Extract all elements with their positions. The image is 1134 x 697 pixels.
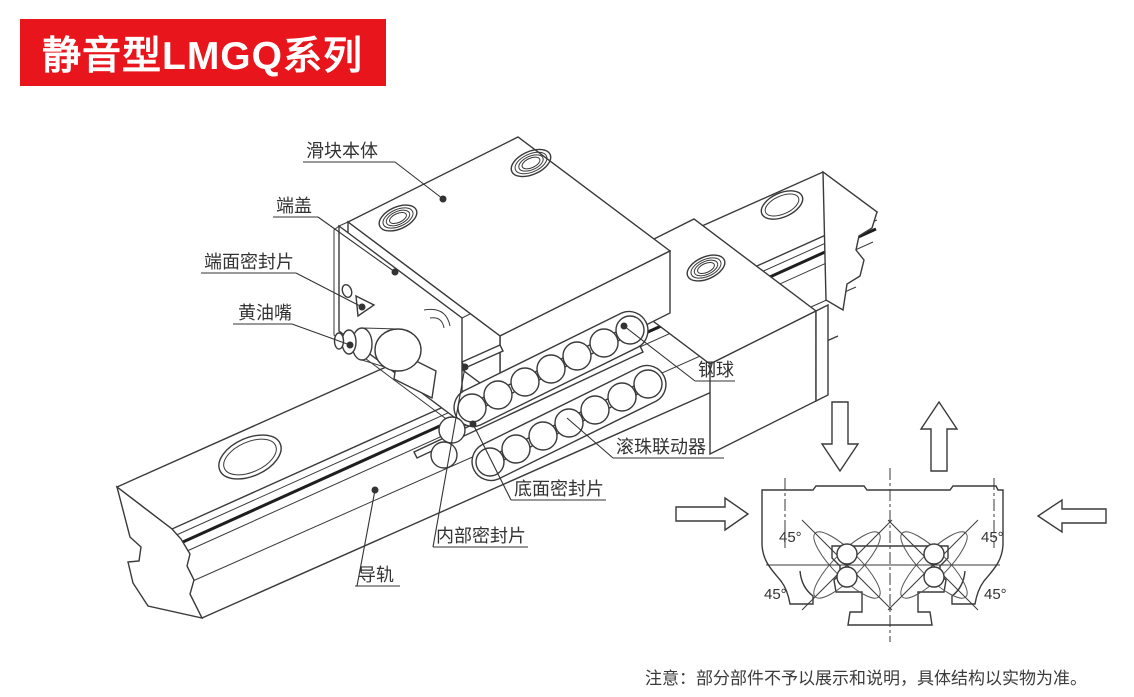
leader-inner-seal — [432, 366, 466, 548]
section-ball — [836, 566, 858, 588]
right-arrow-icon — [675, 496, 750, 532]
rail-bolt-hole-right — [760, 190, 804, 220]
angle-label-top-right: 45° — [981, 529, 1004, 546]
grease-nipple — [333, 308, 451, 400]
slider-thread-hole-right — [686, 254, 726, 282]
series-banner: 静音型LMGQ系列 — [20, 19, 386, 86]
label-end-seal: 端面密封片 — [204, 252, 294, 272]
label-inner-seal: 内部密封片 — [436, 526, 526, 546]
section-ball — [923, 543, 945, 565]
section-ball — [836, 543, 858, 565]
rail-end-face-left — [115, 485, 204, 620]
ball-chain-lower — [430, 364, 667, 482]
note-text: 注意：部分部件不予以展示和说明，具体结构以实物为准。 — [645, 669, 1087, 688]
label-steel-ball: 钢球 — [698, 360, 734, 380]
slider-thread-hole-2 — [510, 148, 552, 178]
slider-thread-hole-1 — [378, 204, 418, 232]
angle-label-bottom-left: 45° — [764, 586, 787, 603]
leader-grease-nipple — [291, 323, 351, 346]
leader-rail — [356, 489, 376, 587]
section-slider-outline — [761, 485, 1004, 545]
leader-steel-ball — [623, 325, 696, 382]
leader-ball-linkage — [566, 417, 614, 459]
label-rail: 导轨 — [358, 565, 394, 585]
leader-end-seal — [295, 272, 363, 308]
leader-end-cap — [317, 216, 396, 273]
up-arrow-icon — [919, 400, 959, 472]
angle-label-bottom-right: 45° — [984, 586, 1007, 603]
rail-bolt-hole-left — [218, 434, 282, 480]
banner-title: 静音型LMGQ系列 — [42, 34, 363, 78]
rail-end-face-right — [822, 170, 878, 312]
section-ball — [923, 566, 945, 588]
label-slider-body: 滑块本体 — [306, 141, 378, 161]
label-end-cap: 端盖 — [276, 196, 312, 216]
part-labels: 滑块本体 端盖 端面密封片 黄油嘴 钢球 滚珠联动器 底面密封片 内部密封 — [201, 141, 735, 587]
left-arrow-icon — [1036, 498, 1107, 534]
end-cap-oval-mark — [341, 284, 353, 298]
down-arrow-icon — [820, 401, 860, 473]
cross-section: 45° 45° 45° 45° — [675, 400, 1107, 642]
label-grease-nipple: 黄油嘴 — [238, 303, 292, 323]
angle-label-top-left: 45° — [779, 529, 802, 546]
leader-slider-body — [394, 161, 444, 200]
end-cap-triangle-mark — [355, 294, 376, 318]
leader-bottom-seal — [472, 423, 512, 501]
label-bottom-seal: 底面密封片 — [514, 479, 604, 499]
label-ball-linkage: 滚珠联动器 — [616, 437, 706, 457]
